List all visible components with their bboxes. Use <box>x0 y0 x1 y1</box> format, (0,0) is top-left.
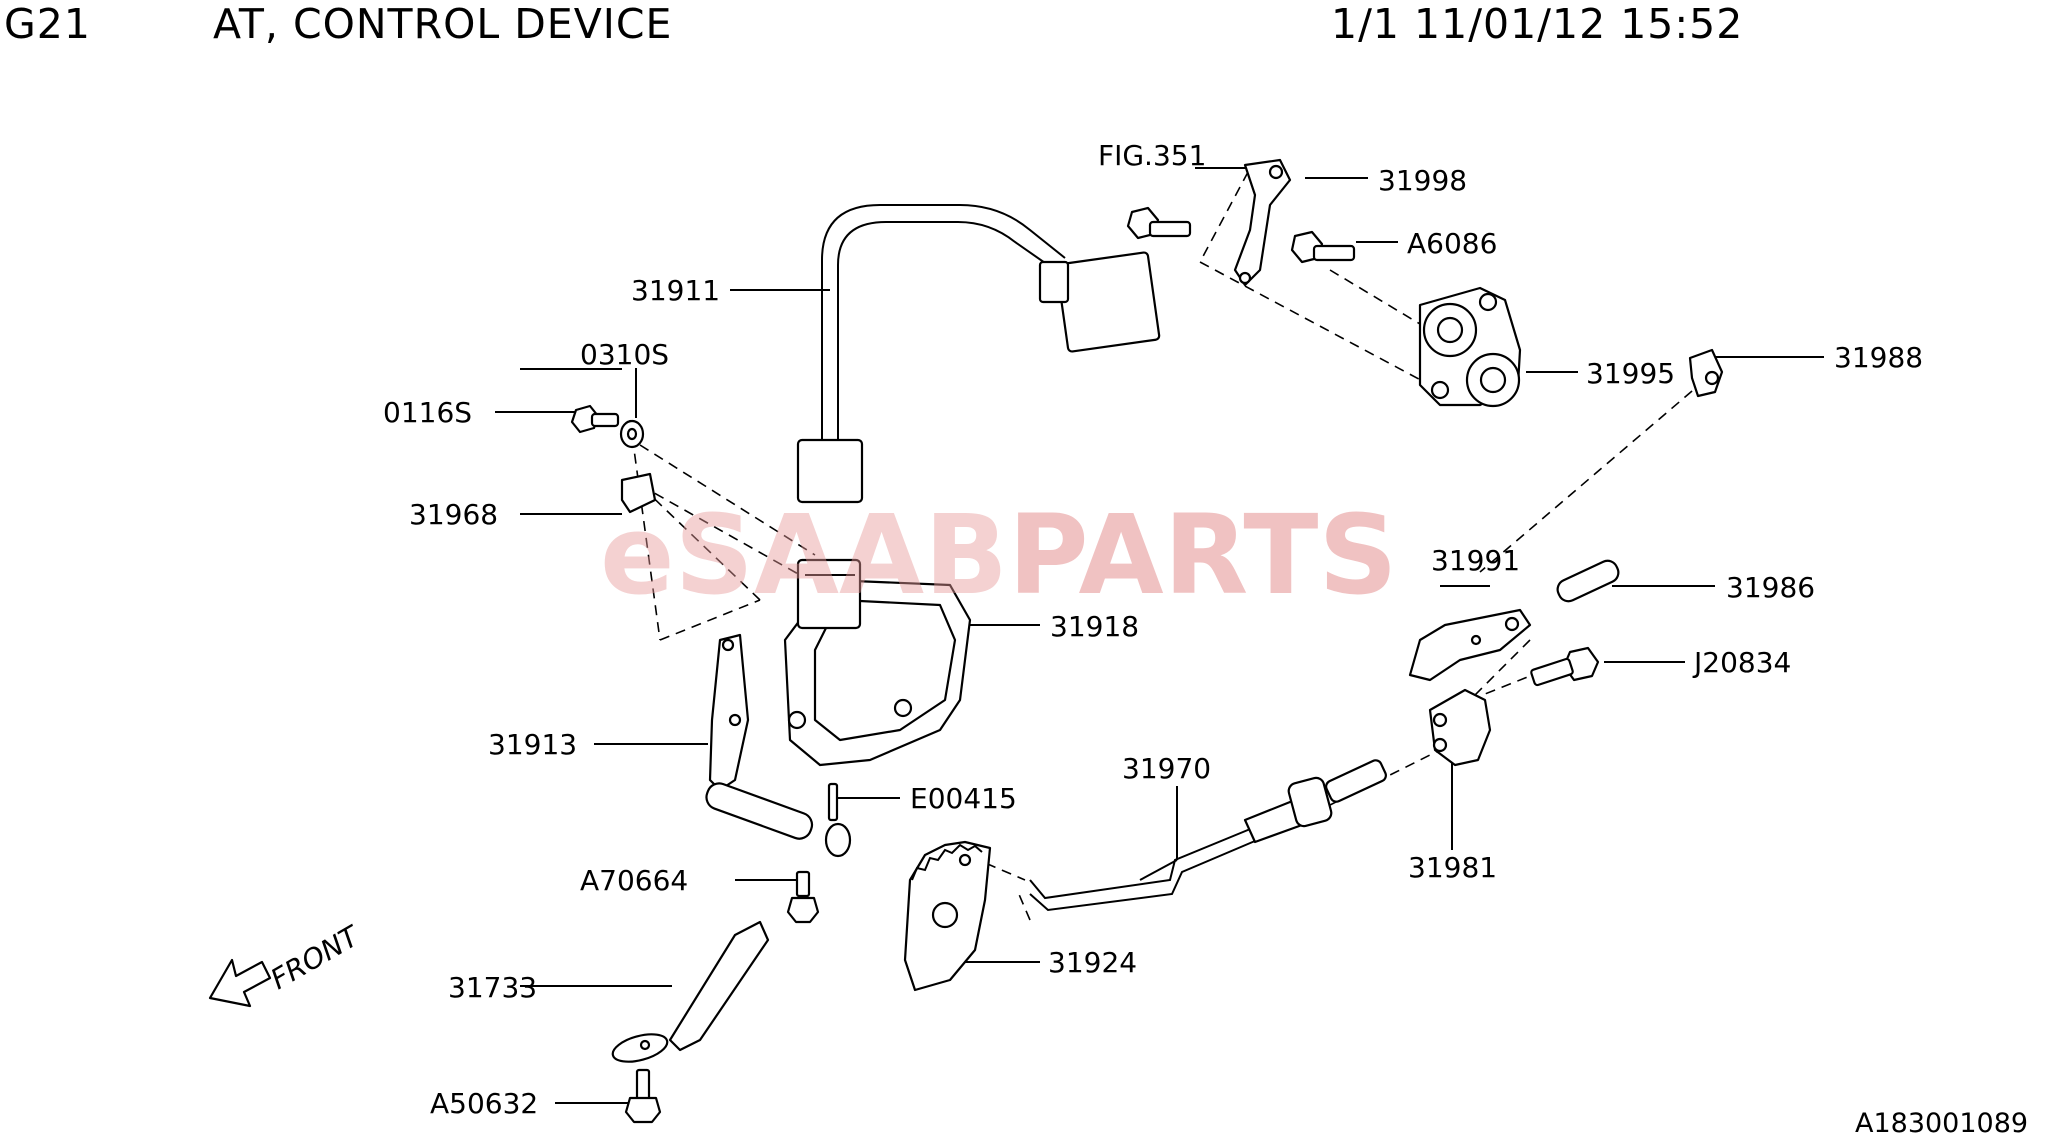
part-31924-detent-plate <box>903 840 992 992</box>
part-31913-lever-shaft <box>705 633 852 858</box>
diagram-title: AT, CONTROL DEVICE <box>213 0 673 48</box>
part-31733-rod <box>611 920 770 1063</box>
part-31991-bracket <box>1408 608 1532 682</box>
label-31988: 31988 <box>1834 341 1923 374</box>
part-0116s-bolt <box>570 404 620 434</box>
label-e00415: E00415 <box>910 782 1017 815</box>
label-31986: 31986 <box>1726 571 1815 604</box>
part-a70664-bolt <box>786 870 820 924</box>
part-fig351-bolt <box>1126 206 1192 240</box>
label-j20834: J20834 <box>1692 646 1791 679</box>
part-labels: FIG.351 31998 A6086 31911 31995 0310S 01… <box>383 139 1923 1120</box>
part-31998-bracket <box>1233 158 1292 287</box>
front-arrow-icon: FRONT <box>208 919 366 1008</box>
label-0310s: 0310S <box>580 338 669 371</box>
part-j20834-bolt <box>1530 646 1600 687</box>
label-31913: 31913 <box>488 728 577 761</box>
label-31998: 31998 <box>1378 164 1467 197</box>
diagram-code: G21 <box>4 0 91 48</box>
part-31911-harness <box>796 204 1161 504</box>
label-fig351: FIG.351 <box>1098 139 1206 172</box>
label-31911: 31911 <box>631 274 720 307</box>
label-31991: 31991 <box>1431 544 1520 577</box>
label-a6086: A6086 <box>1407 227 1497 260</box>
label-31995: 31995 <box>1586 357 1675 390</box>
page-info: 1/1 11/01/12 15:52 <box>1331 0 1744 48</box>
leader-lines <box>495 167 1824 1104</box>
watermark: eSAABPARTS <box>600 500 1398 610</box>
part-31988-clip <box>1688 348 1724 398</box>
label-a50632: A50632 <box>430 1087 538 1120</box>
label-31924: 31924 <box>1048 946 1137 979</box>
label-31968: 31968 <box>409 498 498 531</box>
label-a70664: A70664 <box>580 864 688 897</box>
part-31970-cable <box>1029 759 1387 912</box>
part-a6086-bolt <box>1290 230 1356 264</box>
reference-code: A183001089 <box>1855 1108 2029 1139</box>
part-e00415-pin <box>827 782 839 822</box>
label-0116s: 0116S <box>383 396 472 429</box>
part-0310s-washer <box>619 419 645 449</box>
part-31981-lever <box>1428 688 1492 767</box>
watermark-part1: eSAAB <box>600 491 1008 619</box>
part-a50632-bolt <box>624 1068 662 1124</box>
label-31970: 31970 <box>1122 752 1211 785</box>
label-31918: 31918 <box>1050 610 1139 643</box>
part-31995-mount <box>1418 286 1522 408</box>
watermark-part2: PARTS <box>1007 491 1398 619</box>
label-31981: 31981 <box>1408 851 1497 884</box>
assembly-lines <box>629 171 1706 921</box>
part-31918-inhibitor-switch <box>783 558 972 767</box>
front-label: FRONT <box>265 919 366 996</box>
part-31968-clip <box>620 472 657 514</box>
part-31986-pin <box>1556 559 1620 603</box>
label-31733: 31733 <box>448 971 537 1004</box>
